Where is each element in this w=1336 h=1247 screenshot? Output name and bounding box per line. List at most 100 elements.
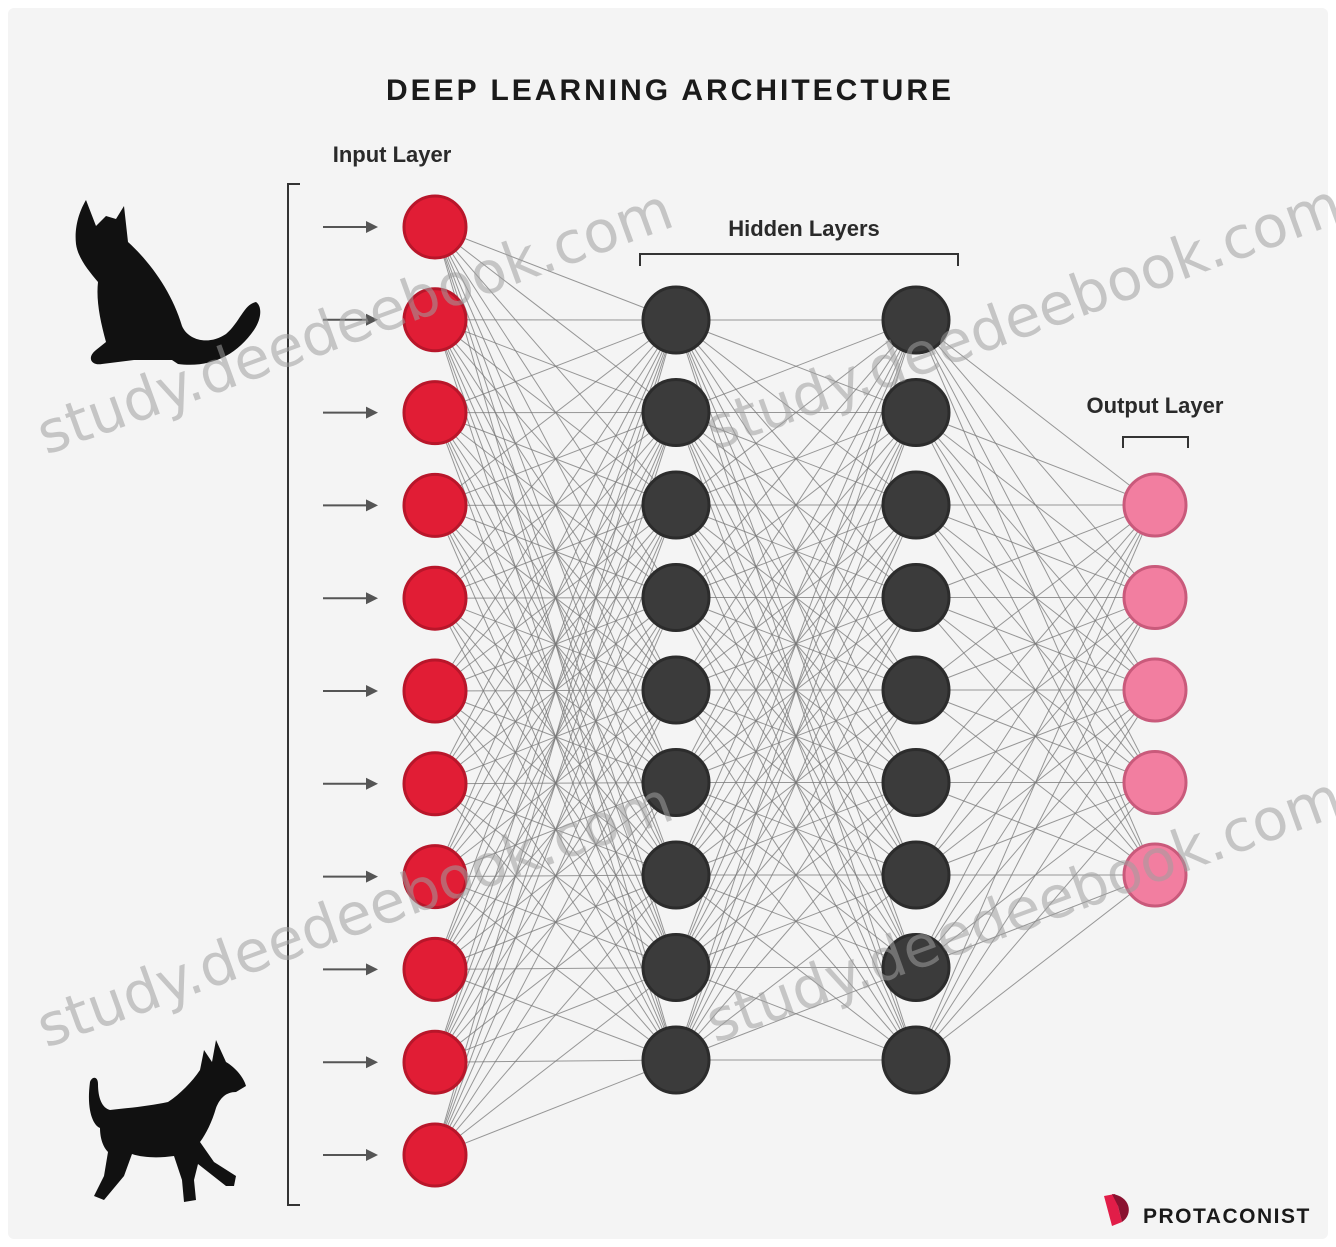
cat-silhouette [75,200,261,365]
connection-line [434,319,677,599]
hidden2-neuron [881,378,951,447]
arrow-head-icon [366,777,378,790]
input-neuron [402,936,468,1002]
hidden1-neuron [641,378,711,447]
connection-line [675,319,917,783]
connection-line [915,504,1156,783]
connection-line [675,782,917,1061]
hidden-layers-bracket [639,253,959,266]
connection-line [915,689,1156,1061]
brand-name: PROTACONIST [1143,1205,1311,1228]
brand-logo: PROTACONIST [1104,1194,1311,1228]
hidden1-neuron [641,563,711,632]
connection-line [915,412,1156,506]
hidden2-neuron [881,285,951,355]
diagram-title: DEEP LEARNING ARCHITECTURE [386,74,954,107]
hidden1-neuron [641,1025,711,1095]
connection-line [434,874,677,1156]
connection-line [675,597,917,1061]
connection-line [434,319,677,877]
connection-line [434,319,677,970]
connection-line [915,319,1156,506]
input-neuron [402,194,468,260]
hidden2-neuron [881,840,951,910]
hidden1-neuron [641,655,711,725]
hidden1-neuron [641,470,711,540]
arrow-head-icon [366,592,378,605]
arrow-head-icon [366,313,378,326]
arrow-head-icon [366,685,378,697]
connection-line [675,967,917,1061]
input-neuron [402,751,468,817]
hidden1-neuron [641,285,711,355]
connection-line [434,319,677,506]
watermark-top-right: study.deedeebook.com [697,170,1336,463]
hidden2-neuron [881,933,951,1002]
hidden2-neuron [881,1025,951,1095]
hidden1-neuron [641,840,711,910]
hidden2-neuron [881,748,951,817]
connection-line [675,319,917,506]
brand-mark-icon [1104,1194,1129,1226]
connection-line [434,504,677,1156]
input-neuron [402,472,468,538]
hidden2-neuron [881,655,951,725]
arrow-head-icon [366,221,378,233]
input-neuron [402,1029,468,1095]
connection-line [675,319,917,876]
connection-line [915,504,1156,968]
connection-line [434,967,677,1156]
output-neuron [1122,472,1188,538]
input-layer-label: Input Layer [333,142,452,167]
arrow-head-icon [366,406,378,419]
connection-line [915,597,1156,1061]
connection-line [434,319,677,1156]
hidden1-neuron [641,933,711,1002]
output-layer-bracket [1122,436,1189,448]
connection-line [434,319,677,414]
arrow-head-icon [366,499,378,512]
connection-line [915,504,1156,691]
connection-line [434,319,677,692]
connection-line [434,319,677,1063]
connections [434,226,1156,1156]
watermark-bottom-right: study.deedeebook.com [697,763,1336,1056]
input-neuron [402,1122,468,1188]
connection-line [434,226,677,321]
connection-line [434,597,677,1156]
connection-line [675,689,917,1061]
arrow-head-icon [366,1056,378,1069]
connection-line [434,412,677,1156]
output-neuron [1122,657,1188,723]
connection-line [675,319,917,691]
hidden1-neuron [641,748,711,817]
dog-silhouette [88,1040,246,1202]
input-arrows [323,221,378,1161]
connection-line [915,874,1156,1061]
connection-line [434,319,677,785]
hidden2-neuron [881,470,951,540]
input-neuron [402,565,468,631]
input-neuron [402,287,468,353]
connection-line [434,1059,677,1156]
output-neuron [1122,750,1188,815]
connection-line [675,319,917,413]
connection-line [434,689,677,1156]
connection-line [675,874,917,1061]
connection-line [915,504,1156,876]
connection-line [675,504,917,1061]
connection-line [675,412,917,1061]
input-neuron [402,380,468,446]
connection-line [915,504,1156,1061]
connection-line [434,782,677,1156]
arrow-head-icon [366,1149,378,1161]
connection-line [675,319,917,968]
connection-line [915,782,1156,1061]
input-neuron [402,844,468,910]
output-neuron [1122,842,1188,908]
output-neuron [1122,565,1188,630]
connection-line [675,319,917,598]
input-bracket [287,183,300,1206]
